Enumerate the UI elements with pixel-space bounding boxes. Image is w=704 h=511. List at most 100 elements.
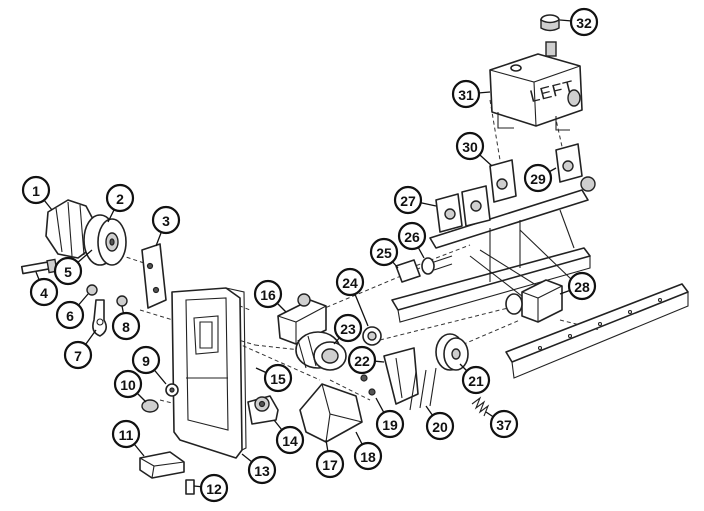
part-bearing-block — [247, 395, 279, 425]
callout-number-2: 2 — [116, 191, 124, 207]
callout-circle-1 — [21, 175, 51, 205]
callout-number-26: 26 — [404, 229, 420, 245]
part-tank-box: LEFT — [489, 41, 583, 131]
callout-circle-18 — [353, 441, 383, 471]
callout-circle-12 — [199, 473, 229, 503]
callout-circle-23 — [333, 313, 363, 343]
callout-11: 11 — [111, 419, 145, 457]
part-gear-motor — [505, 279, 563, 323]
callout-circle-30 — [455, 131, 485, 161]
callout-number-29: 29 — [530, 171, 546, 187]
part-washer — [116, 295, 128, 307]
callout-circle-31 — [451, 79, 481, 109]
callout-number-23: 23 — [340, 321, 356, 337]
part-drive-sprocket — [83, 214, 127, 266]
callout-32: 32 — [559, 7, 599, 37]
callout-circle-24 — [335, 267, 365, 297]
callout-number-25: 25 — [376, 245, 392, 261]
callout-6: 6 — [55, 293, 89, 330]
callout-28: 28 — [559, 271, 597, 301]
callout-number-16: 16 — [260, 287, 276, 303]
callout-number-20: 20 — [432, 419, 448, 435]
callout-number-1: 1 — [32, 183, 40, 199]
callout-number-15: 15 — [270, 371, 286, 387]
part-coupling — [395, 255, 453, 283]
callout-19: 19 — [375, 397, 405, 439]
callout-number-22: 22 — [354, 353, 370, 369]
callout-30: 30 — [455, 131, 493, 167]
callout-number-21: 21 — [468, 373, 484, 389]
callout-27: 27 — [393, 185, 437, 215]
part-nut — [86, 284, 98, 296]
callout-22: 22 — [347, 345, 385, 375]
callout-number-17: 17 — [322, 457, 338, 473]
callout-14: 14 — [273, 419, 305, 455]
callout-31: 31 — [451, 79, 491, 109]
callout-number-9: 9 — [142, 353, 150, 369]
callout-circle-16 — [253, 279, 283, 309]
callout-20: 20 — [425, 405, 455, 441]
part-guard-cover — [299, 383, 363, 443]
callout-circle-21 — [461, 365, 491, 395]
callout-number-37: 37 — [496, 417, 512, 433]
callout-number-24: 24 — [342, 275, 358, 291]
callout-circle-4 — [29, 277, 59, 307]
callout-9: 9 — [131, 345, 167, 385]
callout-10: 10 — [113, 369, 147, 403]
callout-7: 7 — [63, 329, 97, 370]
callout-number-4: 4 — [40, 285, 48, 301]
callout-25: 25 — [369, 237, 399, 269]
callout-circle-27 — [393, 185, 423, 215]
callout-23: 23 — [333, 313, 363, 345]
part-filler-cap — [540, 14, 560, 32]
part-collar — [362, 326, 382, 346]
callout-number-32: 32 — [576, 15, 592, 31]
part-flange-bearings — [435, 185, 491, 233]
callout-circle-29 — [523, 163, 553, 193]
callout-13: 13 — [241, 453, 277, 485]
callout-8: 8 — [111, 305, 141, 341]
callout-number-18: 18 — [360, 449, 376, 465]
callout-circle-20 — [425, 411, 455, 441]
callout-number-31: 31 — [458, 87, 474, 103]
part-screw — [185, 479, 195, 495]
callout-circle-13 — [247, 455, 277, 485]
callout-circle-14 — [275, 425, 305, 455]
callout-number-8: 8 — [122, 319, 130, 335]
callout-15: 15 — [255, 363, 293, 393]
callout-number-19: 19 — [382, 417, 398, 433]
part-lower-rail — [505, 283, 689, 379]
callout-circle-32 — [569, 7, 599, 37]
callout-number-3: 3 — [162, 213, 170, 229]
callout-number-27: 27 — [400, 193, 416, 209]
part-pulley — [435, 333, 469, 371]
part-pivot-bracket — [360, 347, 419, 405]
callout-3: 3 — [151, 205, 181, 247]
callout-number-28: 28 — [574, 279, 590, 295]
part-spring — [471, 396, 490, 417]
callout-circle-26 — [397, 221, 427, 251]
callout-5: 5 — [53, 249, 93, 286]
callout-24: 24 — [335, 267, 369, 327]
callout-circle-17 — [315, 449, 345, 479]
callout-12: 12 — [193, 473, 229, 503]
callout-circle-25 — [369, 237, 399, 267]
callout-29: 29 — [523, 163, 557, 193]
part-adjust-knob — [141, 383, 179, 413]
part-hook-bracket — [92, 299, 108, 337]
part-pins — [409, 367, 437, 411]
part-hydraulic-motor — [295, 331, 347, 371]
callout-circle-10 — [113, 369, 143, 399]
callout-circle-28 — [567, 271, 597, 301]
callout-number-13: 13 — [254, 463, 270, 479]
callout-circle-9 — [131, 345, 161, 375]
callout-number-12: 12 — [206, 481, 222, 497]
callout-circle-3 — [151, 205, 181, 235]
callout-number-14: 14 — [282, 433, 298, 449]
callout-number-11: 11 — [119, 427, 134, 443]
callout-circle-2 — [105, 183, 135, 213]
part-mounting-plate — [141, 243, 167, 309]
